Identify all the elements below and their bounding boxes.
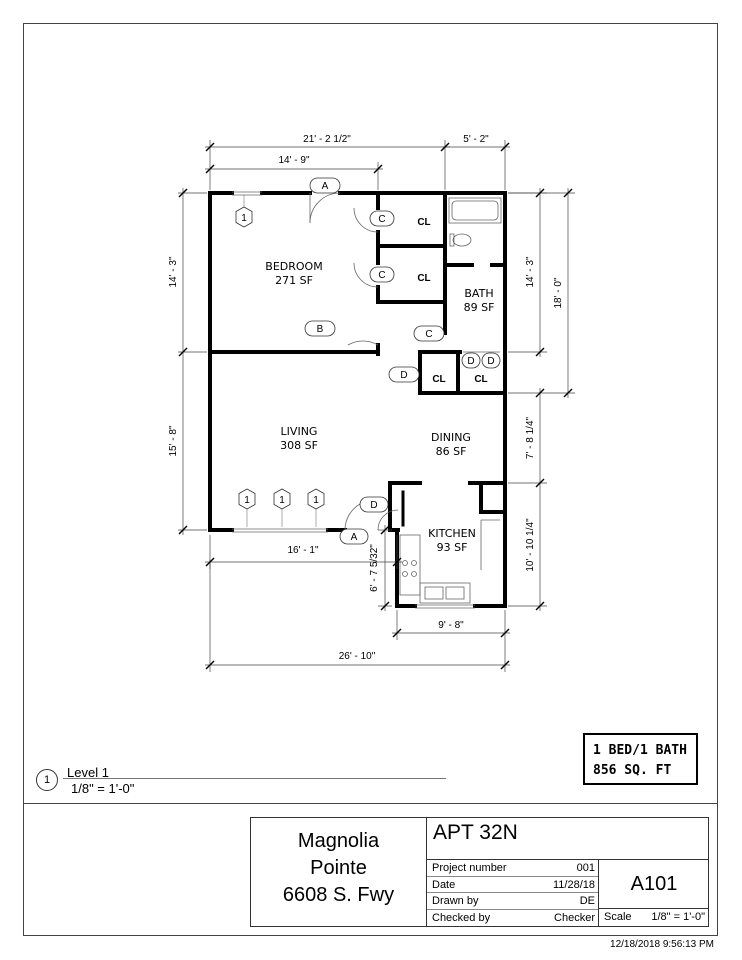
dimension-right-overall: 18' - 0": [553, 277, 564, 308]
date-row: Date 11/28/18: [427, 877, 598, 893]
unit-area: 856 SQ. FT: [593, 763, 672, 778]
door-tag-d: D: [370, 500, 377, 511]
dimension-bottom-overall: 26' - 10": [339, 651, 376, 662]
client-info: Magnolia Pointe 6608 S. Fwy: [251, 818, 427, 926]
door-tag-c: C: [425, 329, 432, 340]
room-living-name: LIVING: [281, 425, 318, 438]
scale-label: Scale: [604, 911, 632, 923]
window-tag-number: 1: [279, 495, 285, 506]
view-name: Level 1: [67, 765, 109, 780]
print-timestamp: 12/18/2018 9:56:13 PM: [610, 939, 714, 950]
project-number-label: Project number: [432, 862, 507, 874]
room-living-area: 308 SF: [280, 439, 318, 452]
room-bath-name: BATH: [464, 287, 493, 300]
window-tags: [235, 206, 325, 510]
dimension-kitchen-offset: 6' - 7 5/32": [369, 544, 380, 592]
unit-type: 1 BED/1 BATH: [593, 743, 687, 758]
closet-label: CL: [417, 273, 430, 284]
closet-labels: CL CL CL CL: [417, 217, 487, 385]
door-tag-b: B: [317, 324, 324, 335]
door-tag-bubble: [339, 528, 369, 545]
client-address: 6608 S. Fwy: [282, 884, 395, 906]
view-number-bubble: 1: [36, 769, 58, 791]
door-tag-c: C: [378, 270, 385, 281]
dimension-left-lower: 15' - 8": [168, 425, 179, 456]
dimension-right-bath: 14' - 3": [525, 256, 536, 287]
room-dining-name: DINING: [431, 431, 471, 444]
titleblock-separator: [23, 803, 718, 804]
dimension-kitchen-width: 9' - 8": [438, 620, 464, 631]
door-tag-c: C: [378, 214, 385, 225]
date-label: Date: [432, 878, 456, 891]
client-name-line2: Pointe: [310, 857, 367, 879]
dimension-top-inner: 14' - 9": [278, 155, 309, 166]
window-tag-number: 1: [313, 495, 319, 506]
client-name-line1: Magnolia: [297, 830, 380, 852]
door-tag-bubble: [309, 177, 341, 194]
view-scale: 1/8" = 1'-0": [71, 781, 135, 796]
room-kitchen-area: 93 SF: [437, 541, 468, 554]
door-tag-d: D: [400, 370, 407, 381]
closet-label: CL: [432, 374, 445, 385]
door-tag-d: D: [467, 356, 474, 367]
dimension-right-dining: 7' - 8 1/4": [525, 416, 536, 459]
drawn-by-label: Drawn by: [432, 895, 479, 907]
dimension-left-upper: 14' - 3": [168, 256, 179, 287]
view-title-underline: [63, 778, 446, 779]
door-tag-bubble: [304, 320, 336, 337]
closet-label: CL: [474, 374, 487, 385]
project-info-rows: Project number 001 Date 11/28/18 Drawn b…: [427, 860, 599, 926]
window-tag-number: 1: [244, 495, 250, 506]
door-tag-bubble: [369, 266, 395, 283]
door-tag-a: A: [351, 532, 358, 543]
door-tag-bubble: [481, 352, 501, 369]
door-tag-bubble: [369, 210, 395, 227]
window-tag-hexagon: [235, 206, 253, 228]
checked-by-label: Checked by: [432, 911, 491, 924]
fixtures: [232, 191, 502, 609]
closet-label: CL: [417, 217, 430, 228]
room-kitchen-name: KITCHEN: [428, 527, 476, 540]
dimension-top-overall: 21' - 2 1/2": [303, 134, 351, 145]
drawn-by-value: DE: [579, 895, 595, 907]
room-bedroom-name: BEDROOM: [265, 260, 322, 273]
sheet-number: A101: [599, 860, 709, 909]
project-number-value: 001: [576, 862, 595, 874]
door-tag-d: D: [487, 356, 494, 367]
window-tag-number: 1: [241, 213, 247, 224]
date-value: 11/28/18: [552, 878, 595, 891]
checked-by-row: Checked by Checker: [427, 910, 598, 927]
project-name: APT 32N: [427, 818, 709, 860]
door-tags: [304, 177, 501, 545]
drawn-by-row: Drawn by DE: [427, 893, 598, 910]
dimension-top-right: 5' - 2": [463, 134, 489, 145]
door-tag-bubble: [461, 352, 481, 369]
room-bath-area: 89 SF: [464, 301, 495, 314]
door-tag-bubble: [359, 496, 389, 513]
room-bedroom-area: 271 SF: [275, 274, 313, 287]
room-labels: BEDROOM 271 SF BATH 89 SF LIVING 308 SF …: [265, 260, 494, 554]
project-number-row: Project number 001: [427, 860, 598, 877]
unit-summary-box: 1 BED/1 BATH 856 SQ. FT: [583, 733, 698, 785]
door-tag-a: A: [322, 181, 329, 192]
door-tag-bubble: [388, 366, 420, 383]
title-block: Magnolia Pointe 6608 S. Fwy APT 32N Proj…: [250, 817, 709, 927]
sheet-border: [23, 23, 718, 936]
scale-row: Scale 1/8" = 1'-0": [599, 909, 709, 926]
checked-by-value: Checker: [554, 911, 595, 924]
scale-value: 1/8" = 1'-0": [651, 911, 705, 923]
dimension-right-kitchen: 10' - 10 1/4": [525, 518, 536, 572]
view-title: 1 Level 1 1/8" = 1'-0": [36, 765, 446, 796]
dimension-living-width: 16' - 1": [287, 545, 318, 556]
door-tag-bubble: [413, 325, 445, 342]
room-dining-area: 86 SF: [436, 445, 467, 458]
